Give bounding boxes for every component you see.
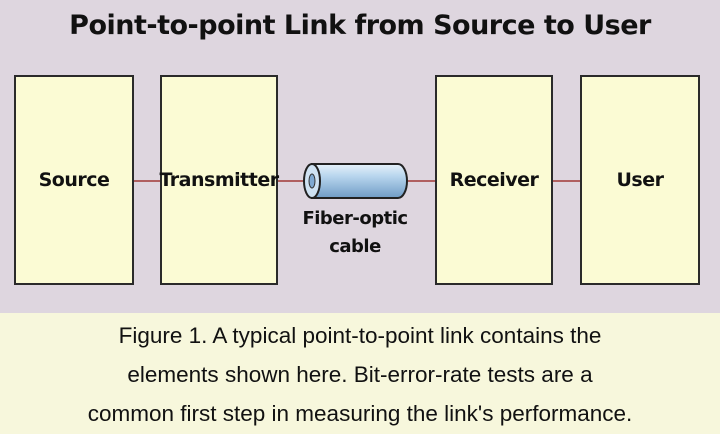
caption-line3: common first step in measuring the link'…: [87, 401, 633, 426]
diagram-title: Point-to-point Link from Source to User: [69, 10, 651, 41]
receiver-label: Receiver: [449, 169, 539, 191]
cable-label-line1: Fiber-optic: [302, 208, 408, 229]
link-cable-receiver: [408, 180, 435, 182]
link-transmitter-cable: [278, 180, 306, 182]
caption-line1: Figure 1. A typical point-to-point link …: [118, 323, 602, 348]
transmitter-label: Transmitter: [159, 169, 279, 191]
source-block: Source: [14, 75, 134, 285]
fiber-optic-cable-icon: [303, 163, 408, 199]
user-label: User: [616, 169, 665, 191]
receiver-block: Receiver: [435, 75, 553, 285]
transmitter-block: Transmitter: [159, 75, 279, 285]
caption-line2: elements shown here. Bit-error-rate test…: [127, 362, 593, 387]
figure-caption: Figure 1. A typical point-to-point link …: [0, 316, 720, 433]
cable-label-line2: cable: [329, 236, 381, 257]
user-block: User: [580, 75, 700, 285]
source-label: Source: [38, 169, 110, 191]
diagram-panel: Point-to-point Link from Source to User …: [0, 0, 720, 313]
link-receiver-user: [553, 180, 580, 182]
link-source-transmitter: [134, 180, 160, 182]
cable-label: Fiber-optic cable: [285, 205, 425, 261]
